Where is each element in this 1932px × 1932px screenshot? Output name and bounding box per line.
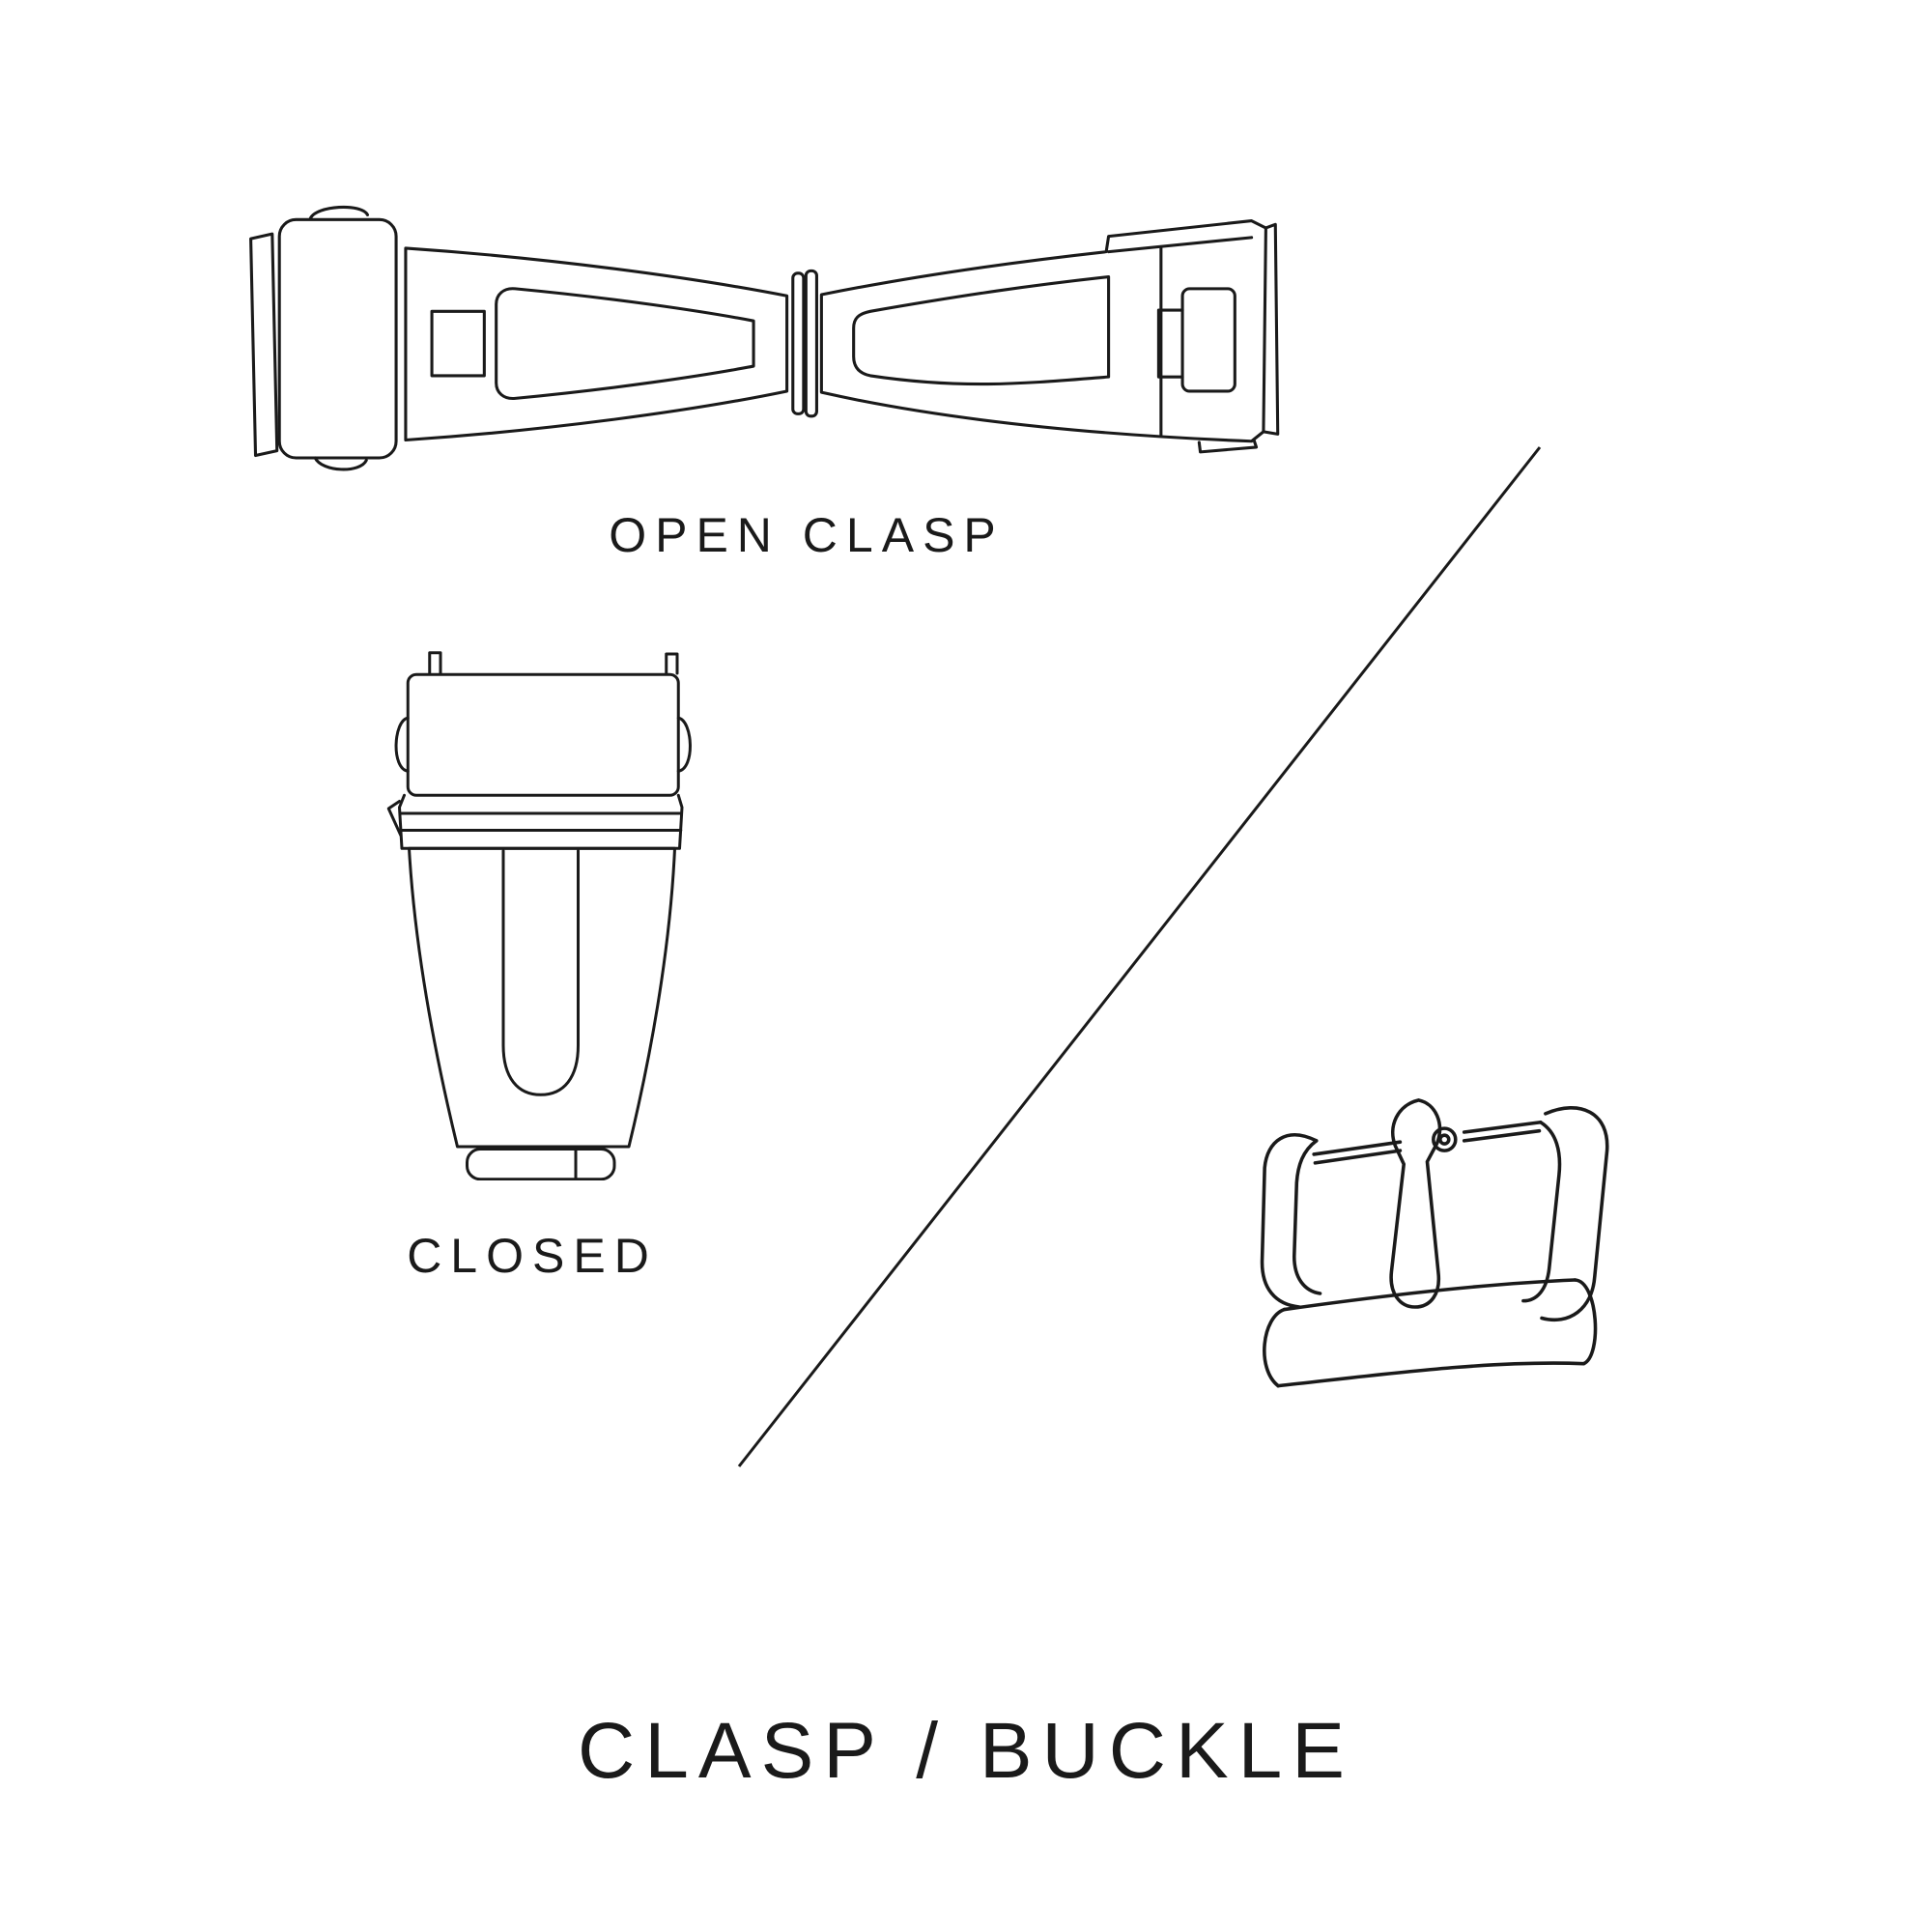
buckle-tang <box>1389 1098 1442 1309</box>
open-clasp-label: OPEN CLASP <box>609 508 1005 562</box>
clasp-hinge-bar-1 <box>791 271 806 415</box>
buckle-pin-coil-outer <box>1432 1126 1458 1152</box>
clasp-right-cutout <box>1180 287 1236 393</box>
clasp-right-end-cap <box>1262 222 1280 436</box>
clasp-hinge-bar-2 <box>804 269 818 418</box>
clasp-left-latch-cutout <box>430 309 486 378</box>
closed-clasp-label: CLOSED <box>407 1229 658 1283</box>
clasp-right-inner-outline <box>852 275 1111 386</box>
closed-clasp-drawing <box>386 651 692 1180</box>
buckle-front-bar-left-end <box>1263 1307 1287 1388</box>
buckle-drawing <box>1260 1098 1609 1388</box>
buckle-illustration <box>1260 1098 1609 1388</box>
buckle-pin-coil-inner <box>1438 1133 1451 1146</box>
closed-bottom-cap <box>466 1148 616 1180</box>
page-title: CLASP / BUCKLE <box>578 1707 1354 1795</box>
closed-right-prong <box>665 652 679 675</box>
open-clasp-drawing <box>249 205 1280 471</box>
closed-right-ear <box>676 716 692 773</box>
clasp-right-plate <box>819 219 1267 443</box>
buckle-front-bar-bottom-edge <box>1276 1361 1586 1388</box>
closed-top-cover <box>406 672 680 797</box>
closed-band-outline <box>398 793 684 850</box>
open-clasp-illustration <box>249 205 1280 471</box>
clasp-end-top-bump <box>308 205 370 220</box>
clasp-right-hook <box>1156 308 1184 379</box>
buckle-right-member-inner <box>1521 1120 1562 1303</box>
clasp-end-strip <box>249 232 279 458</box>
clasp-end-bottom-bump <box>313 456 368 471</box>
buckle-left-member-inner <box>1292 1139 1322 1295</box>
closed-inner-channel <box>501 849 580 1096</box>
closed-left-prong <box>428 651 442 675</box>
buckle-pin-bar-top <box>1312 1120 1543 1156</box>
closed-body <box>408 846 676 1149</box>
buckle-front-bar-top-edge <box>1282 1278 1577 1312</box>
clasp-end-block <box>277 217 398 460</box>
clasp-left-plate <box>404 246 789 442</box>
buckle-front-bar-right-end <box>1573 1278 1598 1366</box>
closed-left-ear <box>394 716 410 773</box>
buckle-left-member-outer <box>1260 1133 1319 1309</box>
closed-clasp-illustration <box>386 651 692 1180</box>
closed-band-left-fold <box>386 800 403 837</box>
buckle-pin-bar-bottom <box>1313 1128 1542 1165</box>
buckle-right-member-outer <box>1540 1106 1609 1322</box>
clasp-left-inner-outline <box>495 287 755 400</box>
clasp-right-fold-line <box>1107 236 1254 254</box>
